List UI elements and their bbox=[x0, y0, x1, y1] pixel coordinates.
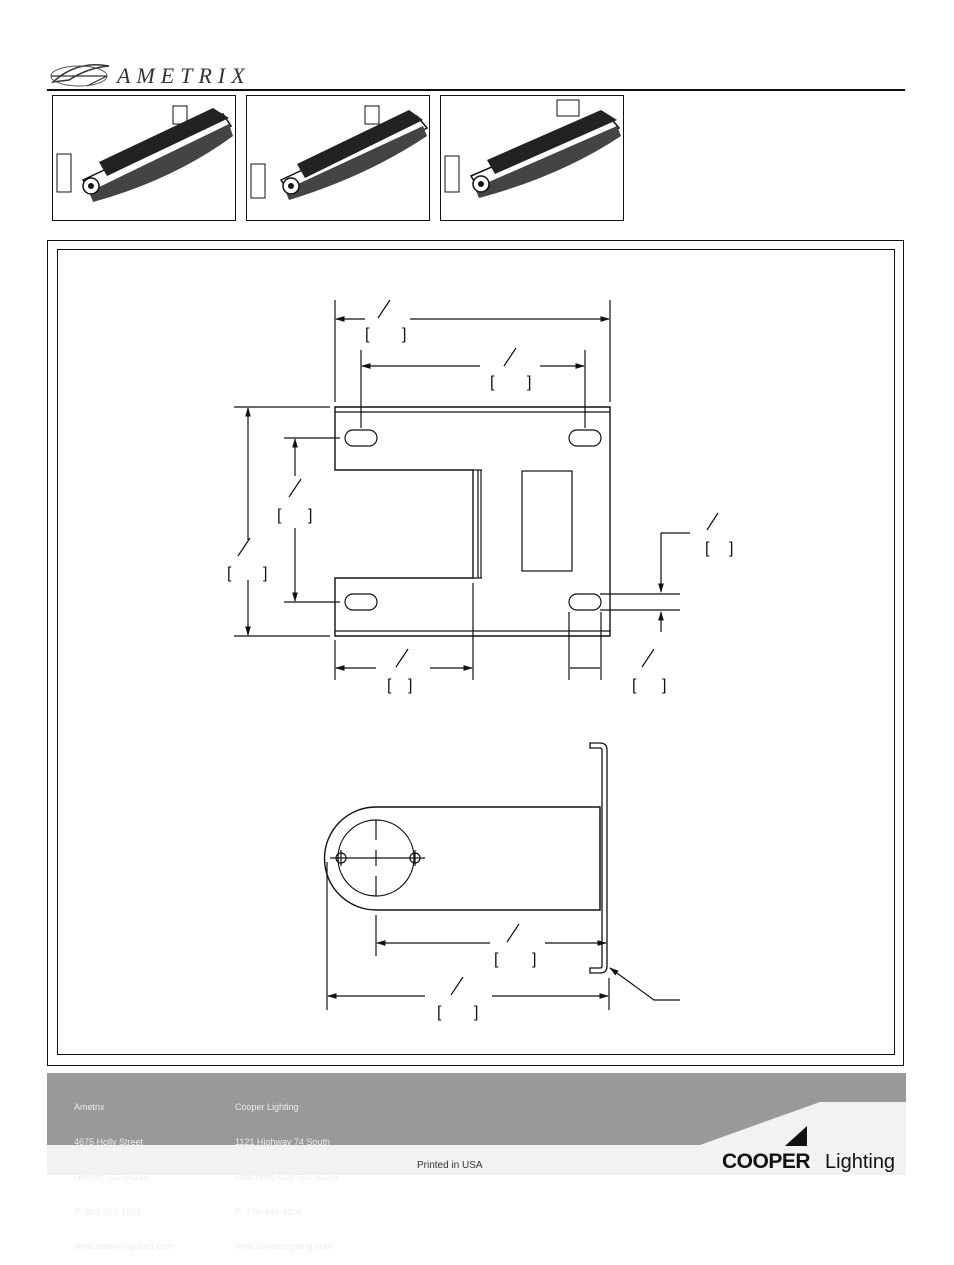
cooper-city: Peachtree City, GA 30269 bbox=[235, 1171, 339, 1182]
ametrix-wordmark: AMETRIX bbox=[117, 63, 251, 88]
cooper-logo-lighting: Lighting bbox=[825, 1151, 896, 1173]
product-image-2 bbox=[246, 95, 430, 221]
ametrix-logo bbox=[47, 56, 207, 92]
cooper-address-block: Cooper Lighting 1121 Highway 74 South Pe… bbox=[235, 1079, 338, 1265]
cooper-logo-wordmark: COOPER bbox=[722, 1150, 811, 1173]
footer-light-wedge bbox=[700, 1102, 906, 1146]
footer-bottom-strip bbox=[47, 1145, 906, 1175]
product-image-3 bbox=[440, 95, 624, 221]
ametrix-street: 4675 Holly Street bbox=[74, 1136, 144, 1147]
ametrix-address-block: Ametrix 4675 Holly Street Denver, CO 802… bbox=[74, 1079, 173, 1265]
cooper-street: 1121 Highway 74 South bbox=[235, 1136, 330, 1147]
cooper-logo-flag-icon bbox=[785, 1126, 807, 1146]
product-image-1 bbox=[52, 95, 236, 221]
ametrix-phone: P: 303-393-1522 bbox=[74, 1206, 142, 1217]
cooper-name: Cooper Lighting bbox=[235, 1102, 299, 1113]
printed-in-usa: Printed in USA bbox=[417, 1160, 483, 1171]
cooper-web-link[interactable]: www.cooperlighting.com bbox=[235, 1241, 333, 1252]
ametrix-city: Denver, CO 80216 bbox=[74, 1171, 149, 1182]
drawing-frame-inner bbox=[57, 249, 895, 1055]
ametrix-name: Ametrix bbox=[74, 1102, 105, 1113]
header-rule bbox=[47, 89, 905, 91]
drawing-frame-outer bbox=[47, 240, 904, 1066]
cooper-phone: P: 770-486-4800 bbox=[235, 1206, 303, 1217]
ametrix-web-link[interactable]: www.ametrixlighting.com bbox=[74, 1241, 174, 1252]
